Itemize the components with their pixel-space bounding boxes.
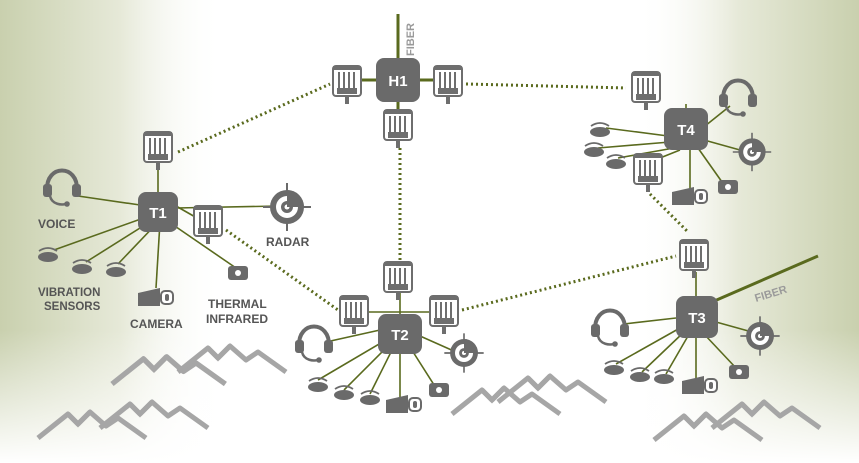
thermal-label-line2: INFRARED: [206, 312, 268, 326]
hub-t1-label: T1: [149, 205, 167, 222]
radar-label: RADAR: [266, 235, 310, 249]
hub-t4-group: T4: [583, 71, 773, 206]
hub-h1-label: H1: [388, 73, 407, 90]
hub-t2-label: T2: [391, 327, 409, 344]
wireless-links: [177, 82, 690, 312]
fiber-label-h1: FIBER: [405, 23, 417, 56]
thermal-sensor-icon: [718, 180, 738, 194]
hub-t1-group: T1 VOICE RADAR VIBRATION SENSORS CAMERA …: [37, 131, 312, 331]
vibration-label-line1: VIBRATION: [38, 287, 100, 299]
camera-label: CAMERA: [130, 317, 183, 331]
thermal-sensor-icon: [429, 383, 449, 397]
thermal-label-line1: THERMAL: [208, 297, 267, 311]
hub-t3: [676, 296, 718, 338]
hub-t4-label: T4: [677, 122, 695, 139]
hub-t1: [138, 192, 178, 232]
hub-t2: [378, 314, 422, 354]
link-t2-t3: [461, 254, 677, 312]
link-t4-t3: [648, 192, 690, 234]
hub-t4: [664, 108, 708, 150]
thermal-sensor-icon: [729, 365, 749, 379]
hub-t2-group: T2: [293, 261, 485, 414]
background-bottom-fade: [0, 330, 859, 463]
voice-label: VOICE: [38, 217, 75, 231]
thermal-sensor-icon: [228, 266, 248, 280]
hub-h1: [376, 58, 420, 102]
hub-t3-group: T3: [589, 239, 781, 395]
hub-h1-group: H1: [332, 58, 463, 149]
link-h1-t4: [465, 82, 627, 90]
fiber-line-t3: [711, 254, 819, 304]
fiber-links: [396, 14, 819, 304]
hub-t3-label: T3: [688, 310, 706, 327]
vibration-label-line2: SENSORS: [44, 301, 101, 313]
